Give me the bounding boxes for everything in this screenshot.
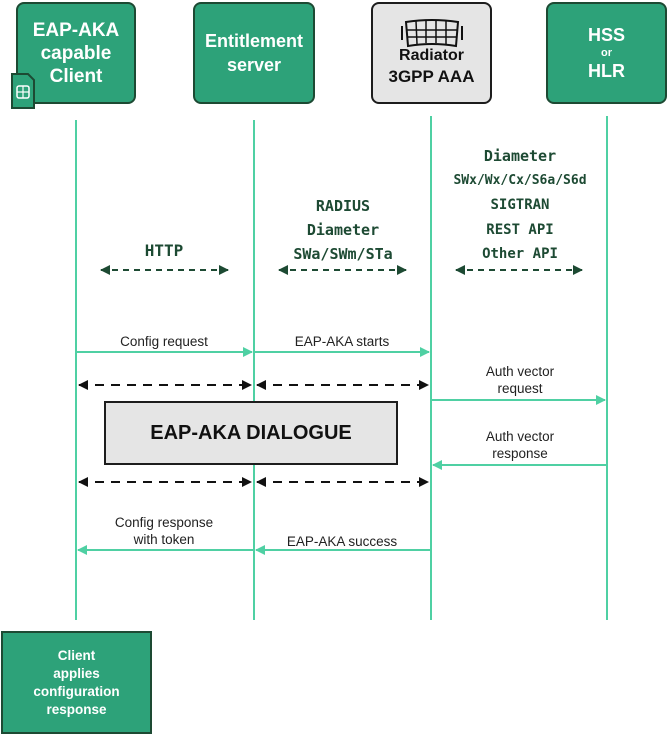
swa-swm-sta-label: SWa/SWm/STa xyxy=(293,245,393,263)
config-request-label: Config request xyxy=(120,334,208,349)
diameter-label: Diameter xyxy=(306,221,380,239)
actor-client-box: EAP-AKA capable Client xyxy=(16,2,136,104)
actor-aaa-brand: Radiator xyxy=(399,46,464,64)
eap-aka-dialogue-box: EAP-AKA DIALOGUE xyxy=(104,401,398,465)
other-api-label: Other API xyxy=(482,246,558,262)
actor-hss-label-1: HSS xyxy=(587,25,625,45)
actor-hss-or: or xyxy=(600,47,612,59)
backend-diameter-label: Diameter xyxy=(483,147,557,165)
actor-hss-box: HSS or HLR xyxy=(546,2,667,104)
actor-aaa-label: 3GPP AAA xyxy=(388,66,475,86)
sim-card-icon xyxy=(11,73,35,109)
radius-label: RADIUS xyxy=(315,197,371,215)
http-protocol-label: HTTP xyxy=(144,241,184,260)
rest-api-label: REST API xyxy=(486,221,554,238)
auth-vector-response-label: Auth vector response xyxy=(485,429,555,461)
client-applies-config-box: Client applies configuration response xyxy=(1,631,152,734)
eap-aka-starts-label: EAP-AKA starts xyxy=(294,334,390,349)
eap-aka-dialogue-label: EAP-AKA DIALOGUE xyxy=(150,421,352,444)
actor-hss-label-2: HLR xyxy=(587,61,625,81)
eap-aka-success-label: EAP-AKA success xyxy=(286,534,398,549)
swx-label: SWx/Wx/Cx/S6a/S6d xyxy=(453,172,587,188)
actor-entitlement-label: Entitlement server xyxy=(204,31,303,75)
actor-entitlement-box: Entitlement server xyxy=(193,2,315,104)
config-response-label: Config response with token xyxy=(114,515,214,547)
actor-client-label: EAP-AKA capable Client xyxy=(32,19,120,87)
radius-protocol-labels: RADIUS Diameter SWa/SWm/STa xyxy=(262,194,424,266)
actor-aaa-box: Radiator 3GPP AAA xyxy=(371,2,492,104)
auth-vector-request-label: Auth vector request xyxy=(485,364,555,396)
client-applies-config-label: Client applies configuration response xyxy=(33,647,120,717)
backend-protocol-labels: Diameter SWx/Wx/Cx/S6a/S6d SIGTRAN REST … xyxy=(436,144,604,267)
radiator-grid-icon xyxy=(401,19,463,48)
sigtran-label: SIGTRAN xyxy=(490,197,550,213)
